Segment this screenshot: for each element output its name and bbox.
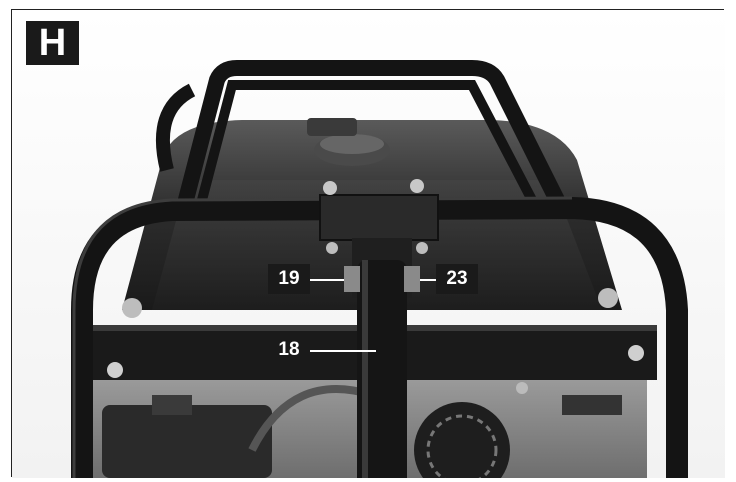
filter-clip [152,395,192,415]
frame-clamp [319,194,439,241]
callout-23: 23 [436,264,478,294]
frame-inner-bar [197,80,537,203]
callout-19: 19 [268,264,310,294]
starter-vents [426,414,498,478]
frame-front-u [71,196,688,478]
nut-23 [404,266,420,292]
frame-rear-bar [174,60,565,218]
wire-connector [562,395,622,415]
clamp-bolt-left [323,181,337,195]
fuel-hose [248,385,374,452]
bolt-right [628,345,644,361]
callout-18: 18 [268,335,310,365]
bolt-engine [516,382,528,394]
bolt-left [107,362,123,378]
bracket-bolt-left [326,242,338,254]
frame-rear-left [155,83,196,172]
bolt-top-right [598,288,618,308]
recoil-starter [414,402,510,478]
frame-front-highlight [72,196,573,478]
bracket-bolt-right [416,242,428,254]
air-filter-box [102,405,272,478]
leader-line-18 [310,350,376,352]
clamp-bolt-right [410,179,424,193]
leader-line-19 [310,279,344,281]
bolt-top-left [122,298,142,318]
vertical-handle-bar [357,260,407,478]
cap-handle [307,118,357,136]
bar-highlight [362,260,368,478]
leader-line-23 [420,279,438,281]
figure-label-badge: H [26,21,79,65]
figure-frame: H 19 23 18 [11,9,725,478]
fuel-cap-top [320,134,384,154]
nut-19 [344,266,360,292]
generator-photo [12,10,725,478]
